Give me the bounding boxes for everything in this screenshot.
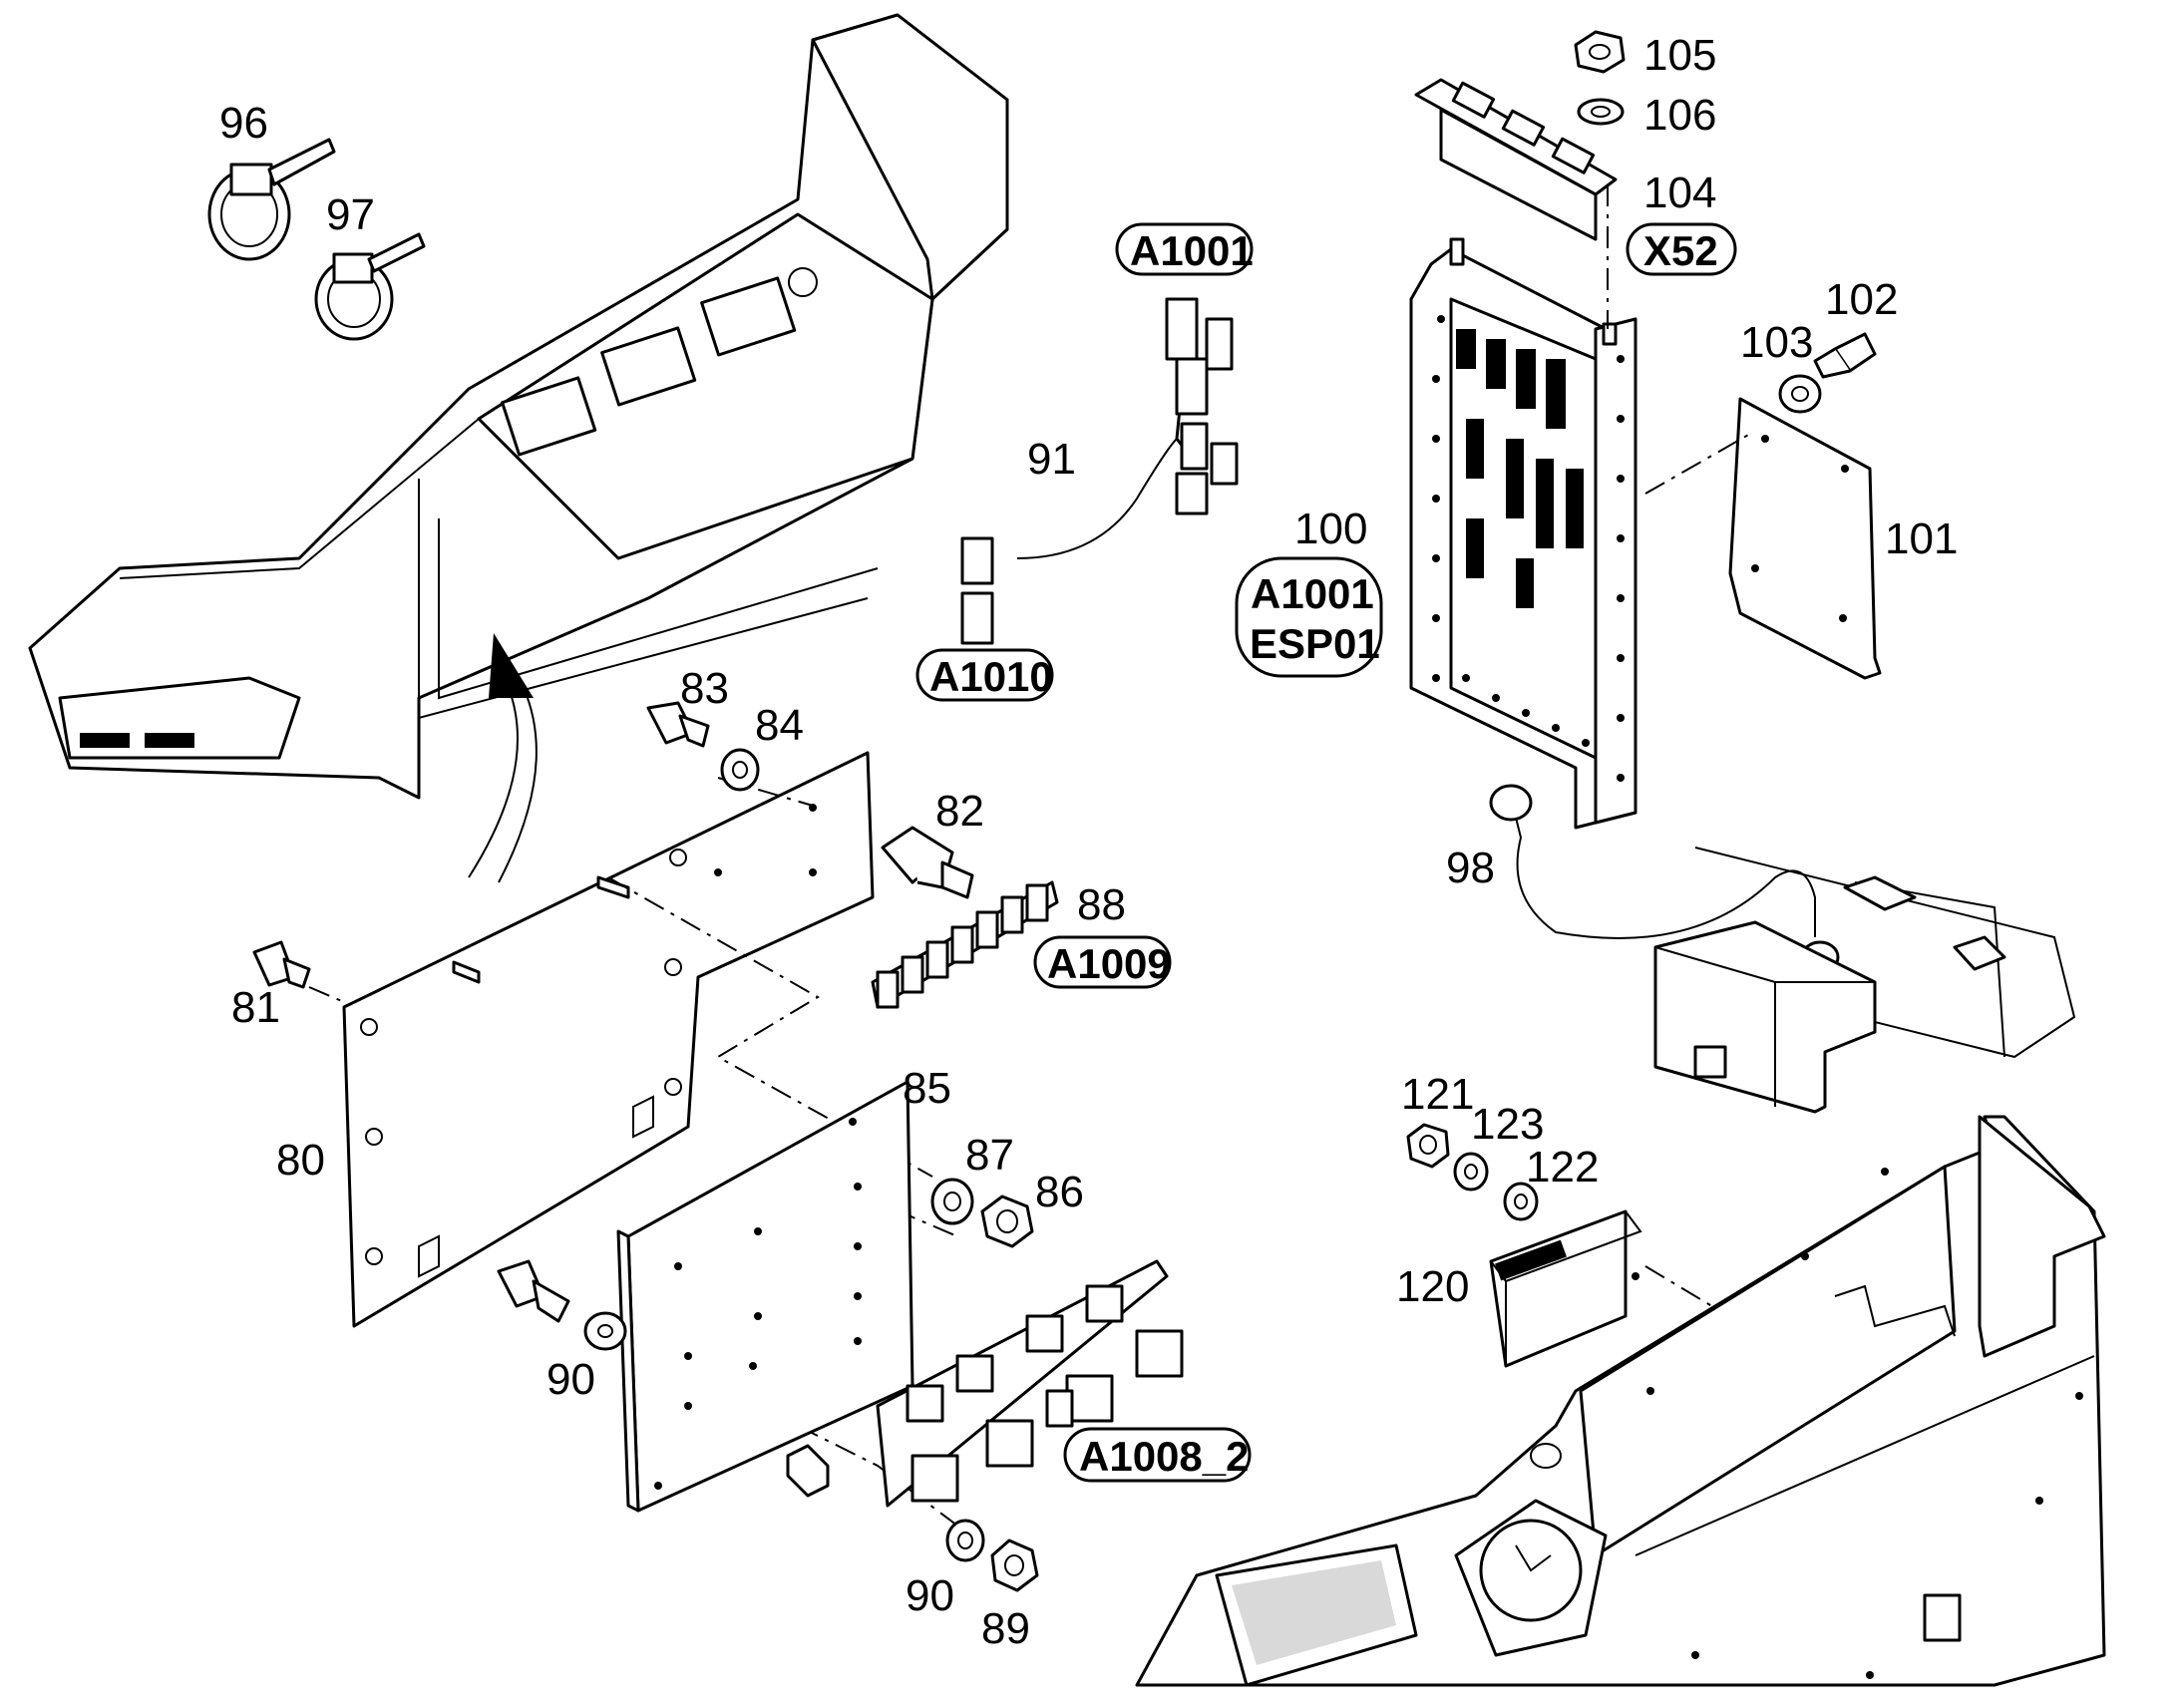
tag-a1001-harness: A1001 bbox=[1115, 222, 1254, 276]
svg-text:A1010: A1010 bbox=[929, 653, 1053, 700]
nut-89 bbox=[990, 1538, 1039, 1592]
callout-100: 100 bbox=[1294, 505, 1367, 553]
callout-106: 106 bbox=[1643, 91, 1716, 140]
washer-106 bbox=[1577, 98, 1625, 126]
svg-text:A1001: A1001 bbox=[1251, 570, 1374, 617]
relay-board-88 bbox=[871, 880, 1059, 1009]
tag-a1009: A1009 bbox=[1033, 935, 1172, 989]
upper-housing-cover bbox=[28, 13, 1009, 800]
callout-81: 81 bbox=[231, 983, 280, 1032]
mounting-bracket-85 bbox=[616, 1080, 914, 1513]
svg-text:A1001: A1001 bbox=[1130, 227, 1254, 274]
nut-86 bbox=[980, 1195, 1034, 1248]
callout-102: 102 bbox=[1825, 275, 1898, 324]
cable-tie-96 bbox=[207, 138, 336, 261]
console-housing bbox=[1135, 1115, 2106, 1687]
callout-88: 88 bbox=[1077, 880, 1126, 929]
washer-123 bbox=[1453, 1152, 1489, 1192]
callout-103: 103 bbox=[1740, 318, 1813, 367]
designator-tags: A1001 A1010 A1001 ESP01 X52 A1009 A1008_… bbox=[915, 222, 1737, 1483]
relay-board-a1008-2 bbox=[876, 1259, 1184, 1508]
cable-tie-97 bbox=[314, 232, 426, 341]
callout-84: 84 bbox=[755, 701, 804, 750]
module-120 bbox=[1489, 1209, 1642, 1368]
wiring-harness-91 bbox=[960, 297, 1239, 645]
tag-x52: X52 bbox=[1626, 222, 1737, 276]
screw-81 bbox=[252, 940, 311, 989]
callout-122: 122 bbox=[1526, 1143, 1599, 1192]
callout-80: 80 bbox=[276, 1136, 325, 1185]
spacer-82 bbox=[881, 826, 974, 899]
washer-103 bbox=[1778, 374, 1822, 414]
callout-104: 104 bbox=[1643, 169, 1716, 217]
screw-83 bbox=[646, 701, 710, 748]
screw-102 bbox=[1813, 332, 1877, 379]
callout-86: 86 bbox=[1035, 1168, 1084, 1216]
circuit-board-100 bbox=[1409, 237, 1637, 830]
callout-123: 123 bbox=[1471, 1100, 1544, 1149]
washer-90-lower bbox=[945, 1519, 985, 1562]
callout-85: 85 bbox=[903, 1064, 951, 1113]
tag-a1001-esp01: A1001 ESP01 bbox=[1235, 556, 1383, 678]
tag-a1010: A1010 bbox=[915, 648, 1054, 702]
connector-bracket-104 bbox=[1414, 78, 1618, 329]
washer-87 bbox=[930, 1178, 974, 1225]
callout-91: 91 bbox=[1027, 435, 1076, 484]
callout-101: 101 bbox=[1885, 514, 1958, 563]
svg-text:A1008_2: A1008_2 bbox=[1079, 1433, 1249, 1480]
mounting-frame bbox=[1653, 847, 2076, 1114]
washer-84 bbox=[720, 748, 760, 792]
svg-text:A1009: A1009 bbox=[1047, 940, 1171, 987]
callout-89: 89 bbox=[981, 1604, 1030, 1653]
svg-text:X52: X52 bbox=[1643, 227, 1718, 274]
callout-90-lower: 90 bbox=[906, 1571, 954, 1620]
nut-105 bbox=[1574, 30, 1626, 74]
cover-plate-101 bbox=[1644, 397, 1882, 680]
callout-87: 87 bbox=[965, 1131, 1014, 1180]
callout-105: 105 bbox=[1643, 31, 1716, 80]
callout-121: 121 bbox=[1401, 1070, 1474, 1119]
callout-97: 97 bbox=[326, 190, 375, 239]
nut-121 bbox=[1406, 1123, 1450, 1169]
callout-120: 120 bbox=[1396, 1262, 1469, 1311]
callout-96: 96 bbox=[219, 99, 268, 148]
assembly-arrow bbox=[468, 633, 538, 883]
mounting-panel-80 bbox=[342, 751, 875, 1328]
washer-122 bbox=[1503, 1182, 1539, 1221]
callout-83: 83 bbox=[680, 664, 729, 713]
callout-98: 98 bbox=[1446, 844, 1495, 892]
spacer-lower bbox=[786, 1444, 830, 1498]
svg-text:ESP01: ESP01 bbox=[1250, 620, 1380, 667]
callout-labels: 96 97 91 105 106 104 102 103 101 100 98 … bbox=[219, 31, 1958, 1653]
callout-90-upper: 90 bbox=[546, 1355, 595, 1404]
tag-a1008-2: A1008_2 bbox=[1063, 1427, 1252, 1483]
screw-90-upper bbox=[497, 1259, 627, 1351]
callout-82: 82 bbox=[935, 787, 984, 836]
